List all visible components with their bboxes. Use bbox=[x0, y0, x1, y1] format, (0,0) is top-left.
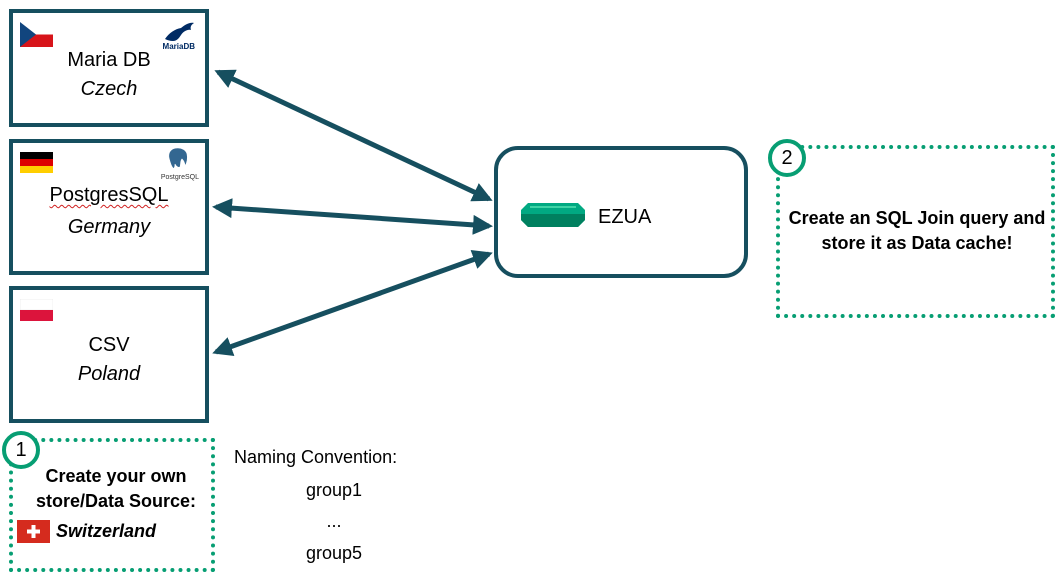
source-box-csv: CSV Poland bbox=[9, 286, 209, 423]
step2-box bbox=[776, 145, 1055, 318]
source-box-mariadb: MariaDB Maria DB Czech bbox=[9, 9, 209, 127]
mariadb-logo-icon bbox=[165, 22, 194, 41]
ezua-hub-box: EZUA bbox=[494, 146, 748, 278]
step1-instruction: Create your own store/Data Source: bbox=[35, 466, 197, 511]
source-name: Maria DB bbox=[67, 49, 151, 71]
step2-instruction: Create an SQL Join query and store it as… bbox=[788, 208, 1046, 253]
step1-box bbox=[9, 438, 215, 572]
source-country: Poland bbox=[77, 363, 141, 385]
step1-number-badge: 1 bbox=[2, 431, 40, 469]
source-name: CSV bbox=[88, 334, 130, 356]
poland-flag-icon bbox=[20, 299, 53, 321]
ezua-gem-icon bbox=[521, 203, 585, 227]
arrow-mariadb-ezua bbox=[214, 69, 493, 202]
postgresql-logo-text: PostgreSQL bbox=[160, 174, 199, 181]
postgresql-elephant-icon bbox=[168, 147, 188, 169]
source-name: PostgresSQL bbox=[13, 183, 205, 207]
step1-country: Switzerland bbox=[56, 521, 157, 541]
naming-title: Naming Convention: bbox=[234, 447, 398, 467]
step2-number-badge: 2 bbox=[768, 139, 806, 177]
mariadb-logo-text: MariaDB bbox=[162, 42, 195, 51]
step1-country-line: Switzerland bbox=[17, 520, 156, 543]
source-name-text: PostgresSQL bbox=[49, 184, 169, 206]
arrow-postgres-ezua bbox=[212, 198, 493, 235]
source-country: Germany bbox=[67, 216, 151, 238]
source-country: Czech bbox=[80, 78, 138, 100]
ezua-label: EZUA bbox=[598, 206, 652, 228]
switzerland-flag-icon bbox=[17, 520, 50, 543]
naming-item: group1 bbox=[305, 480, 363, 500]
czech-flag-icon bbox=[20, 22, 53, 47]
arrow-csv-ezua bbox=[212, 249, 493, 357]
germany-flag-icon bbox=[20, 152, 53, 173]
source-box-postgresql: PostgreSQL PostgresSQL Germany bbox=[9, 139, 209, 275]
naming-item: group5 bbox=[305, 543, 363, 563]
naming-item: ... bbox=[326, 511, 342, 531]
